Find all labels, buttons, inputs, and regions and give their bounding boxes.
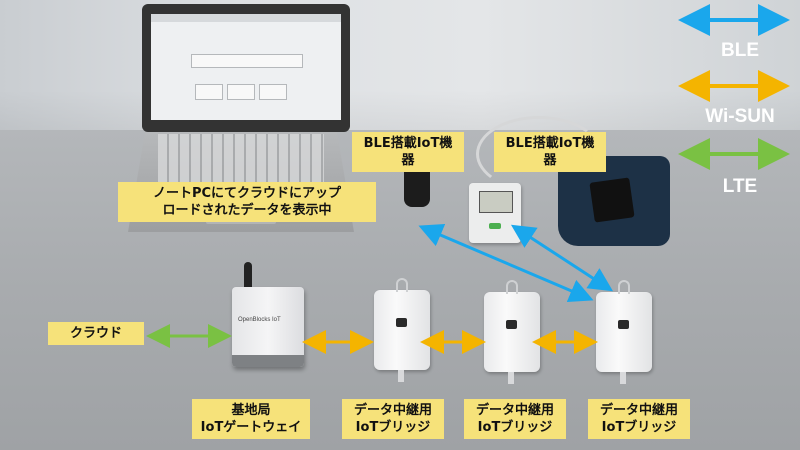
legend-ble-label: BLE [721, 40, 759, 61]
gateway-brand: OpenBlocks IoT [238, 317, 281, 323]
bridge-cable [620, 372, 626, 384]
bridge-sensor-window [396, 318, 407, 327]
bridge-sensor-window [506, 320, 517, 329]
note-pc-label-line1: ノートPCにてクラウドにアップ [152, 186, 342, 201]
bridge-hanger [618, 280, 630, 294]
monitor-display [479, 191, 513, 213]
iot-bridge-device-3 [596, 280, 652, 384]
cloud-label: クラウド [48, 322, 144, 345]
bridge-hanger [396, 278, 408, 292]
ble-link-wrist [418, 224, 594, 302]
gateway-label: 基地局 IoTゲートウェイ [192, 399, 310, 439]
browser-bar [151, 14, 341, 22]
iot-bridge-device-2 [484, 280, 540, 384]
note-pc-label: ノートPCにてクラウドにアップ ロードされたデータを表示中 [118, 182, 376, 222]
bridge-2-label: データ中継用 IoTブリッジ [464, 399, 566, 439]
legend-lte-label: LTE [722, 176, 758, 197]
screen-tile [259, 84, 287, 100]
bridge-1-label-line1: データ中継用 [353, 403, 432, 418]
laptop-display [151, 14, 341, 120]
gateway-label-line2: IoTゲートウェイ [200, 420, 302, 435]
bridge-cable [508, 372, 514, 384]
bridge-2-label-line2: IoTブリッジ [477, 420, 553, 435]
gateway-antenna [244, 262, 252, 294]
ble-device-1-label: BLE搭載IoT機器 [352, 132, 464, 172]
bridge-cable [398, 370, 404, 382]
bridge-1-label: データ中継用 IoTブリッジ [342, 399, 444, 439]
bridge-2-label-line1: データ中継用 [475, 403, 554, 418]
gateway-port-strip [232, 355, 304, 367]
bridge-3-label-line1: データ中継用 [599, 403, 678, 418]
screen-panel [191, 54, 303, 68]
bridge-3-label-line2: IoTブリッジ [601, 420, 677, 435]
screen-tile [195, 84, 223, 100]
screen-tile [227, 84, 255, 100]
bridge-1-label-line2: IoTブリッジ [355, 420, 431, 435]
legend-wisun-label: Wi-SUN [705, 106, 775, 127]
bridge-sensor-window [618, 320, 629, 329]
iot-gateway-device: OpenBlocks IoT [232, 287, 304, 367]
ble-device-2-label: BLE搭載IoT機器 [494, 132, 606, 172]
background-wall [0, 0, 800, 150]
bridge-3-label: データ中継用 IoTブリッジ [588, 399, 690, 439]
laptop-screen [142, 4, 350, 132]
gateway-label-line1: 基地局 [231, 403, 271, 418]
ble-link-monitor [510, 224, 614, 292]
cuff-tube [476, 116, 602, 192]
note-pc-label-line2: ロードされたデータを表示中 [162, 203, 332, 218]
